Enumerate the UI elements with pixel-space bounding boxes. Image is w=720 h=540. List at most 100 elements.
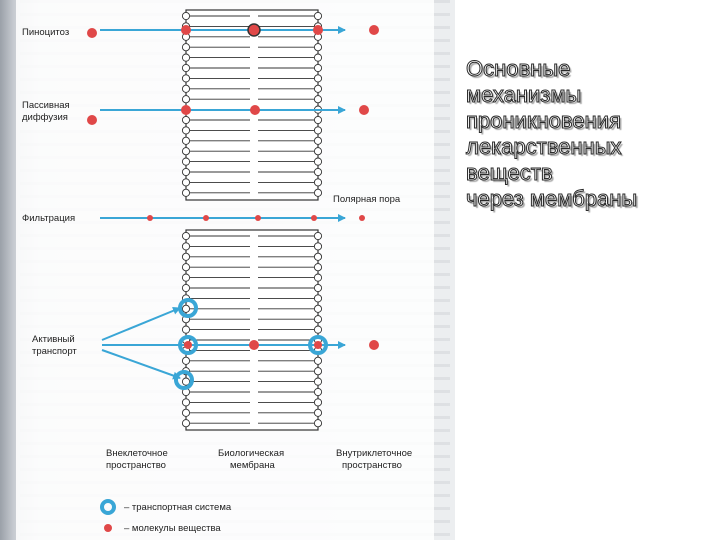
lipid-head <box>313 84 323 93</box>
membrane-outline <box>185 9 319 201</box>
legend-transport-label: – транспортная система <box>124 502 232 513</box>
lipid-head <box>181 377 191 386</box>
transport-arrows <box>100 26 346 380</box>
lipid-head <box>181 419 191 428</box>
slide-title: Основные механизмы проникновения лекарст… <box>466 56 638 212</box>
lipid-head <box>313 252 323 261</box>
passive-diffusion-label-2: диффузия <box>22 112 68 123</box>
legend-molecule-label: – молекулы вещества <box>124 523 221 534</box>
filtration-label: Фильтрация <box>22 213 75 224</box>
lipid-head <box>181 43 191 52</box>
lipid-head <box>313 387 323 397</box>
lipid-head <box>313 294 323 303</box>
lipid-head <box>313 63 323 73</box>
extracellular-label-1: Внеклеточное <box>106 448 168 459</box>
lipid-head <box>313 95 323 104</box>
lipid-head <box>313 325 323 334</box>
lipid-head <box>313 126 323 135</box>
molecule-icon <box>249 340 259 350</box>
molecule-icon <box>147 215 153 221</box>
molecule-icon <box>359 105 369 115</box>
lipid-head <box>181 11 191 21</box>
lipid-head <box>313 263 323 272</box>
membrane-label-2: мембрана <box>230 460 275 471</box>
lipid-head <box>181 242 191 251</box>
lipid-head <box>313 315 323 324</box>
lipid-head <box>313 11 323 21</box>
lipid-head <box>181 231 191 241</box>
lipid-head <box>313 53 323 62</box>
molecule-icon <box>255 215 261 221</box>
lipid-head <box>181 263 191 272</box>
molecule-icon <box>87 28 97 38</box>
polar-pore-label: Полярная пора <box>333 194 401 205</box>
molecule-icon <box>184 341 192 349</box>
lipid-head <box>313 377 323 386</box>
lipid-head <box>313 115 323 125</box>
passive-diffusion-label-1: Пассивная <box>22 100 70 111</box>
lipid-head <box>181 136 191 145</box>
lipid-head <box>181 188 191 197</box>
molecule-icon <box>314 341 322 349</box>
molecule-icon <box>311 215 317 221</box>
molecule-icon <box>313 25 323 35</box>
membrane-lower-block <box>181 229 323 431</box>
transport-systems <box>174 298 328 390</box>
lipid-head <box>313 188 323 197</box>
molecule-icon <box>203 215 209 221</box>
molecule-icon <box>359 215 365 221</box>
lipid-head <box>181 273 191 282</box>
lipid-head <box>181 115 191 125</box>
lipid-head <box>313 74 323 83</box>
legend-transport-icon <box>100 499 116 515</box>
lipid-head <box>313 43 323 52</box>
lipid-head <box>181 356 191 365</box>
pinocytosis-label: Пиноцитоз <box>22 27 69 38</box>
lipid-head <box>313 398 323 407</box>
active-transport-label-2: транспорт <box>32 346 77 357</box>
molecule-icon <box>181 25 191 35</box>
lipid-head <box>313 157 323 166</box>
lipid-head <box>181 63 191 73</box>
molecule-icon <box>247 23 261 37</box>
lipid-head <box>181 147 191 156</box>
lipid-head <box>181 84 191 93</box>
transport-system-icon <box>174 370 194 390</box>
intracellular-label-2: пространство <box>342 460 402 471</box>
lipid-head <box>181 408 191 417</box>
lipid-head <box>313 178 323 187</box>
lipid-head <box>313 242 323 251</box>
lipid-head <box>181 283 191 293</box>
transport-system-icon <box>308 335 328 355</box>
lipid-head <box>313 231 323 241</box>
membrane-diagram: Пиноцитоз Пассивная диффузия Фильтрация … <box>22 9 412 534</box>
lipid-head <box>181 178 191 187</box>
lipid-head <box>181 252 191 261</box>
transport-system-icon <box>178 298 198 318</box>
lipid-head <box>181 126 191 135</box>
membrane-label-1: Биологическая <box>218 448 284 459</box>
lipid-head <box>181 398 191 407</box>
molecule-icon <box>181 105 191 115</box>
lipid-head <box>313 419 323 428</box>
molecule-icon <box>369 340 379 350</box>
lipid-head <box>181 74 191 83</box>
lipid-head <box>313 283 323 293</box>
lipid-head <box>181 95 191 104</box>
active-transport-arrow-down <box>101 349 181 380</box>
active-transport-label-1: Активный <box>32 334 75 345</box>
lipid-head <box>313 167 323 177</box>
lipid-head <box>313 367 323 376</box>
lipid-head <box>181 157 191 166</box>
molecule-icon <box>250 105 260 115</box>
molecule-icon <box>369 25 379 35</box>
lipid-head <box>313 356 323 365</box>
transport-system-icon <box>178 335 198 355</box>
legend-molecule-icon <box>104 524 112 532</box>
drug-molecules <box>87 23 379 350</box>
membrane-upper-block <box>181 9 323 201</box>
active-transport-arrow-up <box>101 306 181 341</box>
lipid-head <box>181 304 191 313</box>
lipid-head <box>313 273 323 282</box>
lipid-head <box>313 147 323 156</box>
